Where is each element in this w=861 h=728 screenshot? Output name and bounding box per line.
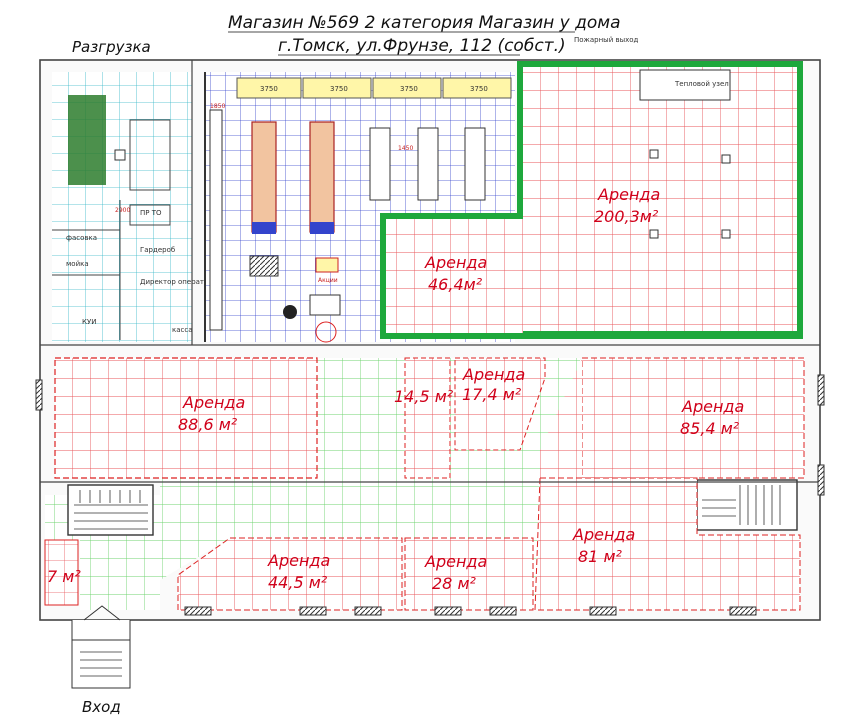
rental-46 <box>383 216 523 336</box>
rental-28-area: 28 м² <box>432 574 477 593</box>
rental-88 <box>54 357 318 479</box>
shelf-width-4: 3750 <box>470 85 488 93</box>
shelf-width-2: 3750 <box>330 85 348 93</box>
checkout-chair <box>283 305 297 319</box>
rental-28-name: Аренда <box>424 552 487 571</box>
shelf-width-3: 3750 <box>400 85 418 93</box>
fasovka-label: фасовка <box>66 234 97 242</box>
rental-200-name: Аренда <box>597 185 660 204</box>
rental-44-name: Аренда <box>267 551 330 570</box>
rental-85-area: 85,4 м² <box>680 419 740 438</box>
storage-room <box>129 119 171 191</box>
rental-44-area: 44,5 м² <box>268 573 328 592</box>
rental-85-name: Аренда <box>681 397 744 416</box>
rental-81 <box>534 477 801 611</box>
akcii-label: Акции <box>318 277 338 284</box>
pallet <box>249 255 279 277</box>
rental-14-area: 14,5 м² <box>394 387 454 406</box>
rental-200 <box>520 64 800 334</box>
pr-to-label: ПР ТО <box>140 209 162 217</box>
promo-stand <box>315 257 339 273</box>
rental-46-name: Аренда <box>424 253 487 272</box>
rental-81-name: Аренда <box>572 525 635 544</box>
kassa-label: касса <box>172 326 193 334</box>
shelf-width-1: 3750 <box>260 85 278 93</box>
rental-85 <box>581 357 805 479</box>
title-line-2: г.Томск, ул.Фрунзе, 112 (собст.) <box>278 36 566 56</box>
dim-1850: 1850 <box>210 103 225 110</box>
dim-2900: 2900 <box>115 207 130 214</box>
stairs-right <box>696 479 798 531</box>
entrance-label: Вход <box>82 698 121 716</box>
storage-racks <box>68 95 106 185</box>
title-line-1: Магазин №569 2 категория Магазин у дома <box>228 13 621 33</box>
bottom-windows <box>184 606 757 616</box>
door-swing <box>315 321 337 343</box>
heat-point-label: Тепловой узел <box>674 80 729 88</box>
fire-exit-label: Пожарный выход <box>574 36 639 44</box>
rental-88-name: Аренда <box>182 393 245 412</box>
island-units <box>209 109 486 331</box>
dim-1450: 1450 <box>398 145 413 152</box>
unloading-label: Разгрузка <box>72 38 151 56</box>
rental-44 <box>177 537 403 611</box>
rental-200-area: 200,3м² <box>594 207 659 226</box>
rental-7 <box>44 539 79 606</box>
rental-17-area: 17,4 м² <box>462 385 522 404</box>
rental-7-area: 7 м² <box>47 567 81 586</box>
rental-17-name: Аренда <box>462 365 525 384</box>
checkout-counter <box>309 294 341 316</box>
garderob-label: Гардероб <box>140 246 175 254</box>
rental-88-area: 88,6 м² <box>178 415 238 434</box>
entrance-porch <box>71 605 131 689</box>
stairs-left <box>67 484 154 536</box>
top-shelves: 3750 3750 3750 3750 <box>236 77 512 99</box>
rental-17 <box>454 357 546 451</box>
rental-14 <box>404 357 451 479</box>
rental-46-area: 46,4м² <box>428 275 483 294</box>
moika-label: мойка <box>66 260 89 268</box>
director-label: Директор оператор <box>140 278 213 286</box>
heat-point-room <box>639 69 731 101</box>
kuii-label: КУИ <box>82 318 96 326</box>
rental-28 <box>404 537 534 611</box>
rental-81-area: 81 м² <box>578 547 623 566</box>
